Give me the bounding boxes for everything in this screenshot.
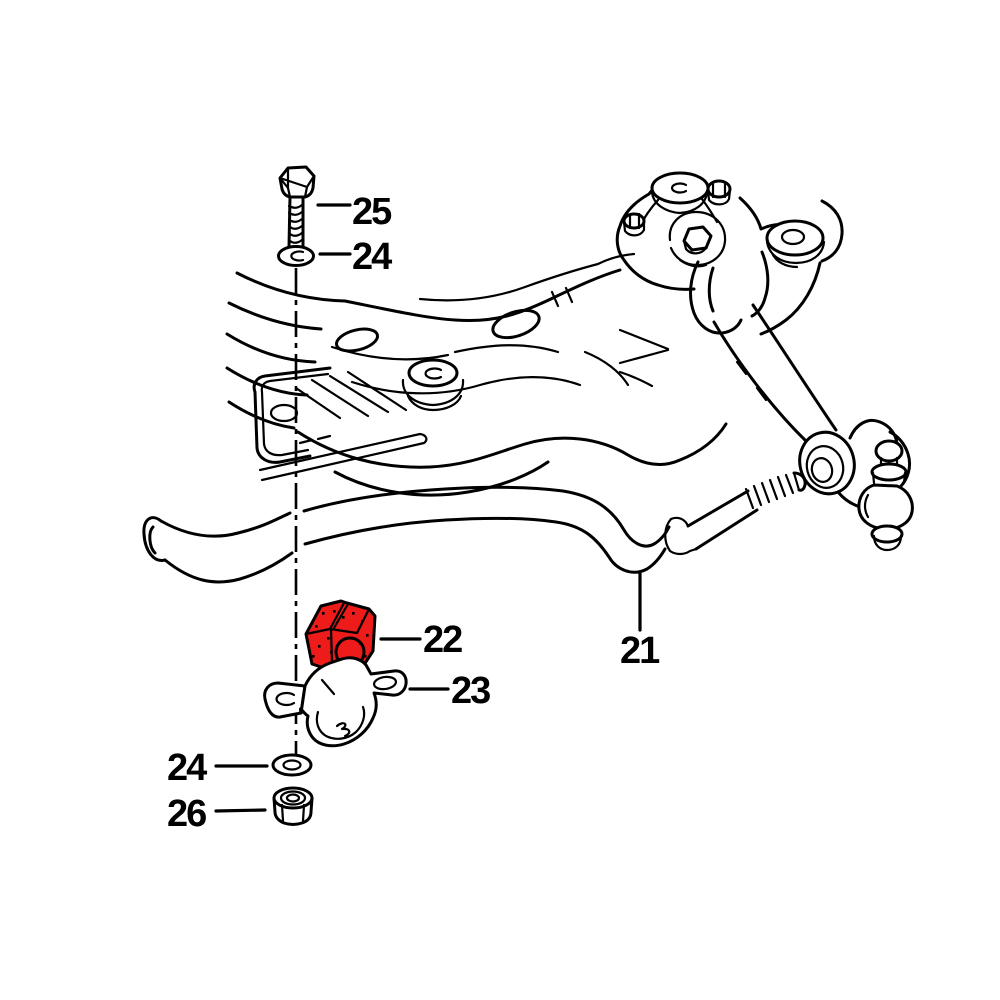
ball-joint-lower-ring [870,524,904,544]
mount-disc-hole [671,182,688,194]
label-bolt: 25 [352,191,392,233]
bar-left-segment [159,511,294,584]
mount-bolt-right [706,179,732,206]
mount-plate-inner [260,372,330,457]
bracket-left-ear-hole [275,691,296,707]
arm-mount-drawing [615,171,844,336]
subframe-lower-edge [296,422,728,497]
nut-hole [285,793,301,803]
washer-bottom-outer [271,753,313,777]
bracket-left-ear [263,681,307,719]
mount-plate-strap [258,432,428,482]
ball-stud-collar [870,462,908,482]
bar-right-segment [302,485,671,574]
subframe-top-edge [343,268,622,323]
bar-end-cuff [664,516,698,556]
mount-disc-top [650,171,710,205]
bar-threaded-rod [686,471,807,551]
washer-bottom-drawing [271,753,313,777]
frame-bushing-hole [424,367,443,380]
mount-plate-hatching [294,370,408,420]
subframe-tail [618,328,670,388]
washer-top-drawing [277,245,315,267]
mount-bolt-left-side [622,212,646,237]
mount-bolt-left-head [622,212,646,230]
mount-bolt-right-head [706,179,732,199]
label-stabilizer-bar: 21 [620,630,660,672]
bolt-head-facets [278,166,316,199]
bolt-drawing [278,165,316,253]
mount-center-bolt-depth [682,239,708,255]
arm-eye-mid [805,445,845,489]
nut-chamfer-ring [279,790,307,806]
mount-plate-outline [252,366,332,464]
mount-bolt-left [622,212,646,237]
subframe-nose-arcs [225,271,347,430]
bar-thread-marks [744,471,801,510]
ball-joint-drawing [836,418,914,552]
bracket-right-ear-hole [372,675,398,691]
nut-drawing [272,786,314,826]
washer-top-outer [277,245,315,267]
ball-joint-boot [857,483,914,531]
label-bracket: 23 [451,670,490,712]
bracket-saddle [298,656,408,748]
boot-shading [863,493,870,519]
label-nut: 26 [167,793,206,835]
washer-bottom-hole [282,759,302,771]
mount-disc-right [765,219,825,257]
subframe-drawing [225,252,728,497]
control-arm-shading [735,360,768,402]
subframe-slot-right [491,308,541,340]
mount-bolt-right-side [706,180,732,206]
control-arm-drawing [712,303,856,496]
bracket-inner-detail [315,678,366,740]
washer-top-hole [290,250,305,262]
mount-recess [668,210,727,268]
ball-joint-bottom [872,534,903,552]
subframe-top-ridge [418,252,636,302]
ball-stud-undercollar [871,471,907,485]
subframe-surface-contours [330,286,630,395]
control-arm-edges [712,303,838,443]
subframe-slot-left [334,327,380,353]
label-bushing: 22 [423,619,462,661]
mount-disc-right-rim [765,240,826,269]
arm-eye-hole [810,457,834,483]
frame-bushing-flange [401,378,465,412]
label-washer-bottom: 24 [167,747,207,789]
bracket-drawing [263,656,408,748]
bar-left-end [142,516,167,562]
leader-nut [214,808,267,813]
mount-plate-hole [269,403,299,423]
mount-disc-right-hole [780,228,806,246]
label-washer-top: 24 [352,236,392,278]
ball-stud-top [874,439,904,463]
nut-facet-lines [280,803,306,823]
bolt-threads [287,202,305,244]
frame-bushing-top [407,358,459,388]
mount-center-bolt [682,225,713,252]
bushing-edges [304,601,371,664]
stabilizer-bar-drawing [142,471,807,584]
